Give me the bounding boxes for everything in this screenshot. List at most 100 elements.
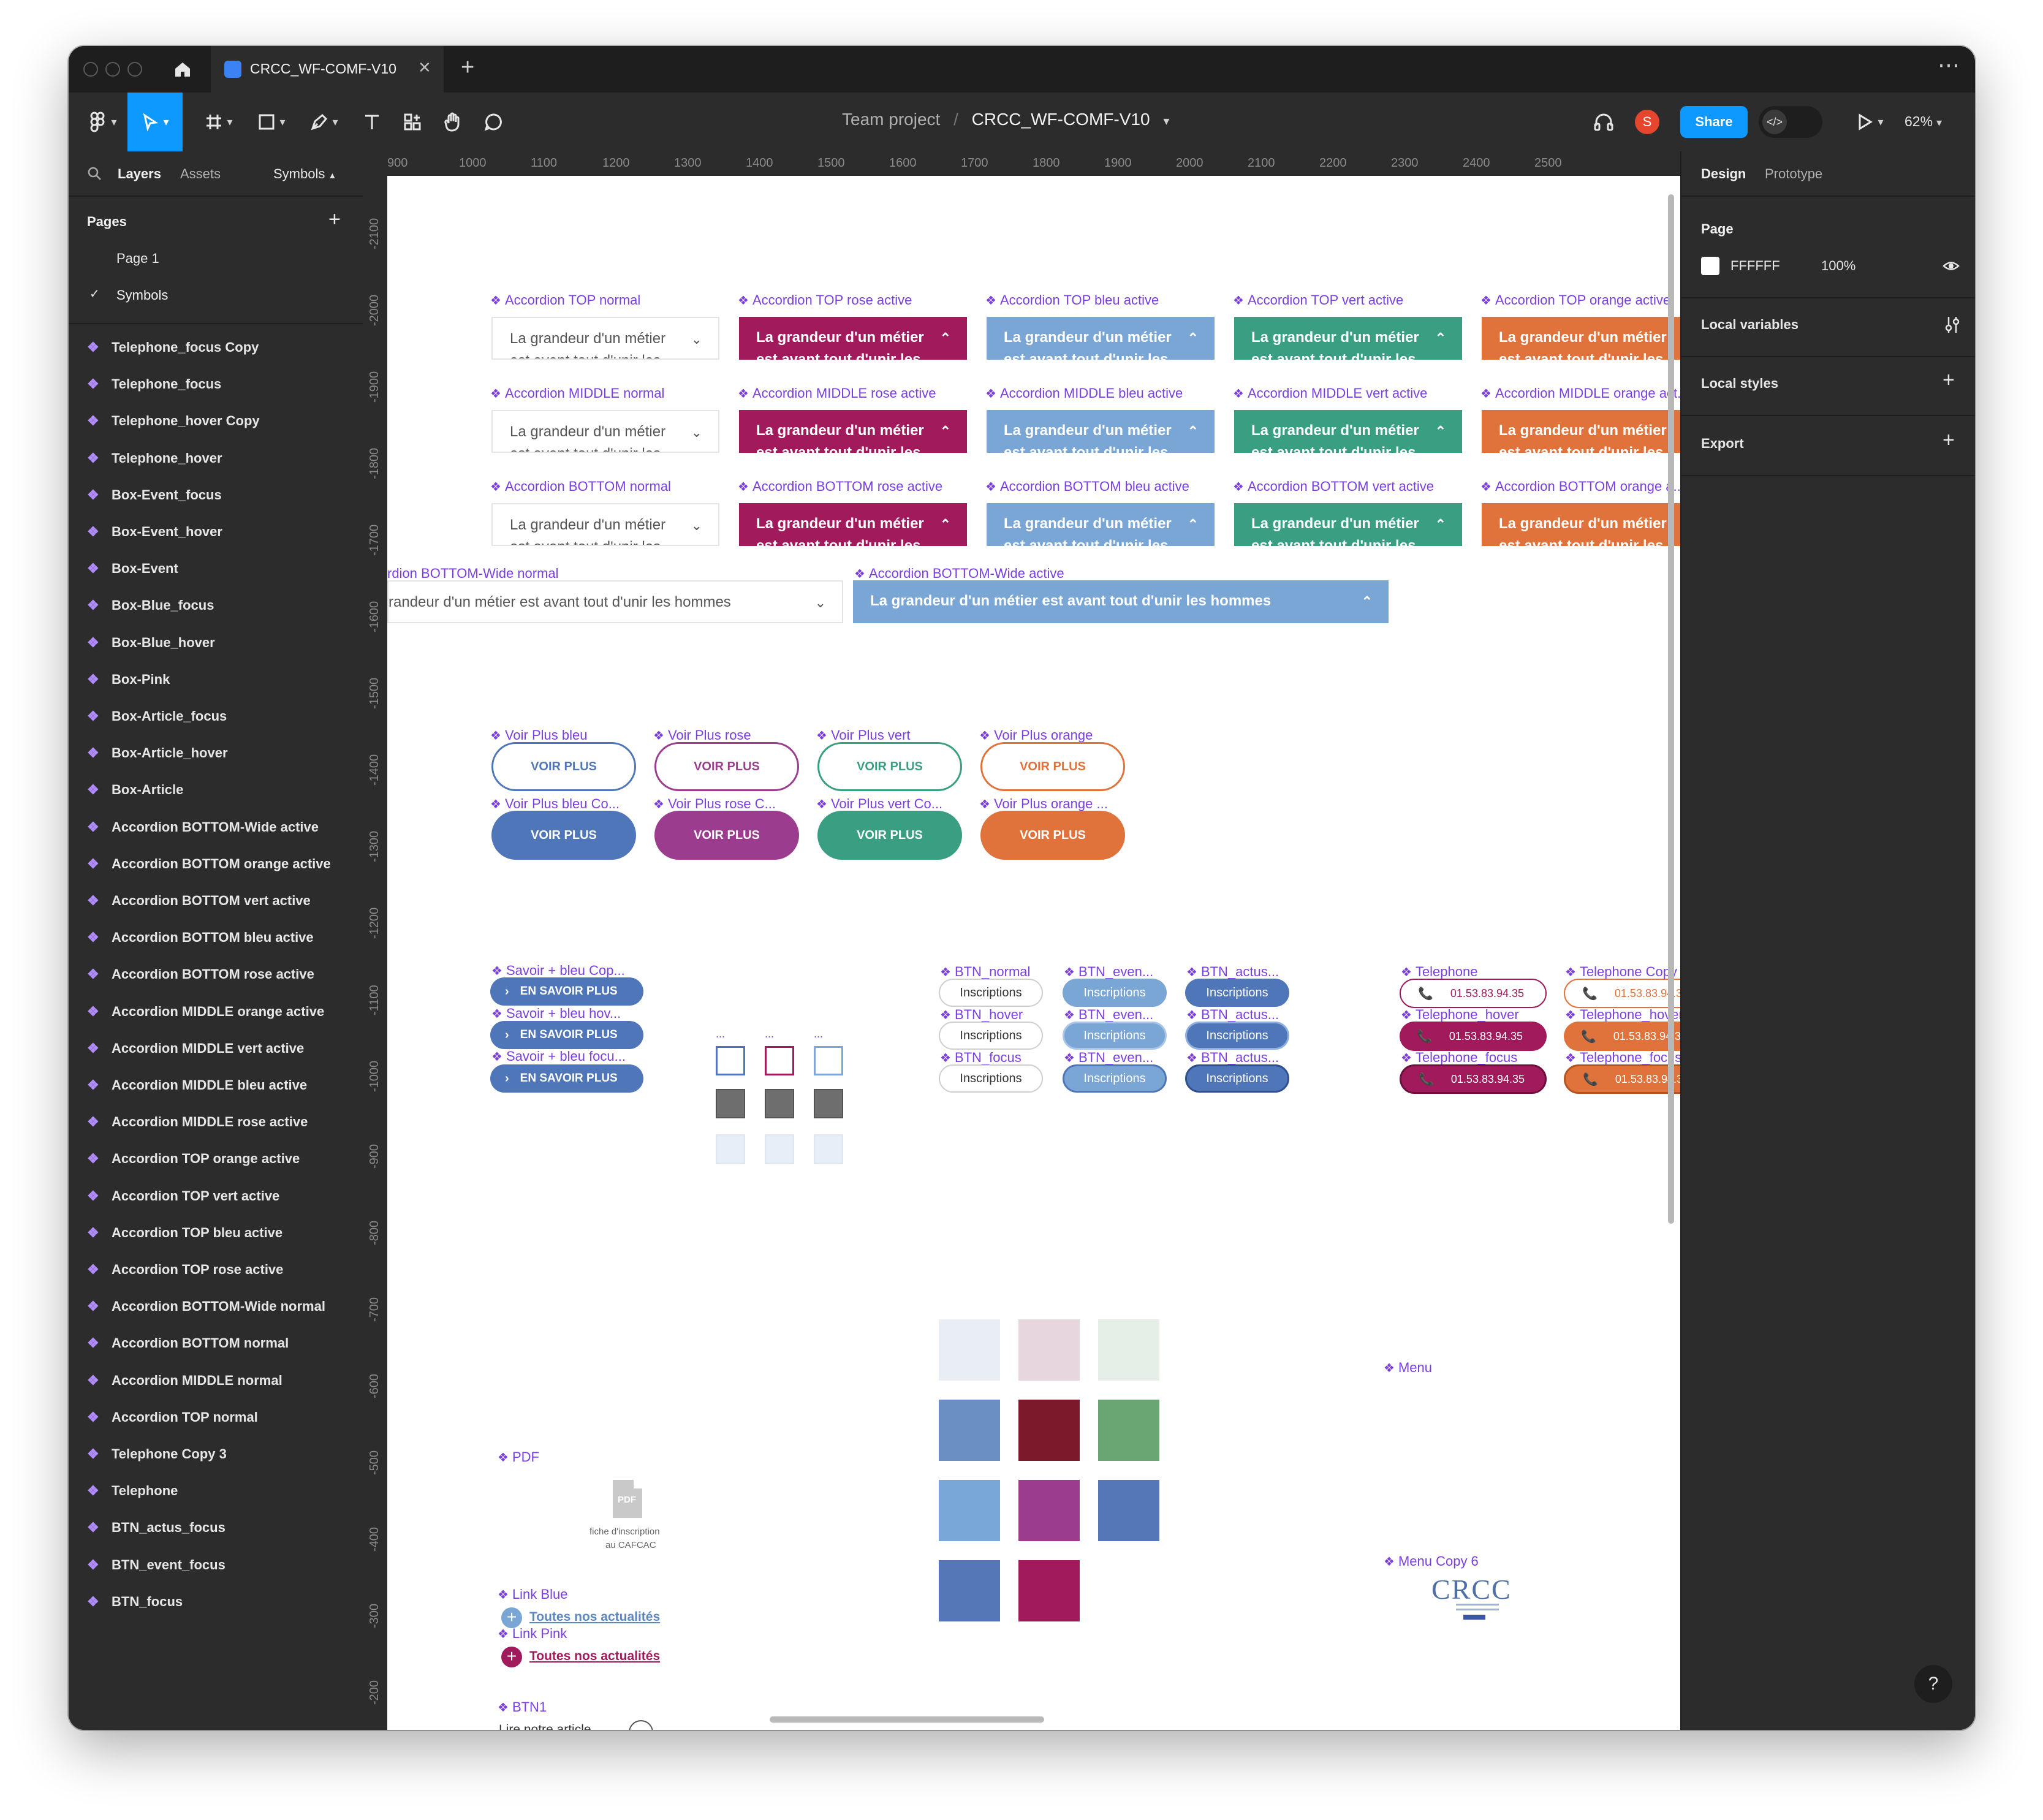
inscriptions-button[interactable]: Inscriptions	[1063, 1022, 1167, 1050]
pdf-file-icon[interactable]: PDF	[613, 1480, 642, 1518]
en-savoir-plus-button[interactable]: ›EN SAVOIR PLUS	[490, 1021, 643, 1049]
layer-item[interactable]: ❖Telephone_hover	[87, 446, 222, 471]
layer-item[interactable]: ❖Accordion MIDDLE normal	[87, 1368, 282, 1393]
page-item-page1[interactable]: Page 1	[116, 251, 159, 266]
box-focus[interactable]	[814, 1134, 843, 1164]
add-page-icon[interactable]: +	[328, 208, 341, 231]
layer-item[interactable]: ❖Accordion BOTTOM-Wide normal	[87, 1294, 325, 1319]
layer-item[interactable]: ❖Telephone Copy 3	[87, 1442, 227, 1466]
minimize-window-icon[interactable]	[105, 62, 120, 77]
layer-item[interactable]: ❖BTN_focus	[87, 1590, 183, 1614]
layer-item[interactable]: ❖BTN_event_focus	[87, 1553, 226, 1577]
voir-plus-filled-button[interactable]: VOIR PLUS	[491, 811, 636, 860]
add-style-icon[interactable]: +	[1943, 368, 1955, 392]
layer-item[interactable]: ❖Box-Article_focus	[87, 704, 227, 729]
layer-item[interactable]: ❖Accordion MIDDLE orange active	[87, 999, 324, 1024]
layer-item[interactable]: ❖Box-Pink	[87, 667, 170, 692]
telephone-button[interactable]: 📞01.53.83.94.35	[1400, 1064, 1547, 1094]
box-hover[interactable]	[765, 1089, 794, 1118]
inscriptions-button[interactable]: Inscriptions	[1185, 979, 1289, 1007]
hand-tool-button[interactable]	[438, 104, 468, 140]
layer-item[interactable]: ❖Box-Article	[87, 778, 183, 802]
text-tool-button[interactable]	[357, 104, 387, 140]
file-name[interactable]: CRCC_WF-COMF-V10	[971, 110, 1150, 129]
inscriptions-button[interactable]: Inscriptions	[939, 979, 1043, 1007]
home-icon[interactable]	[172, 58, 194, 80]
accordion-bottom-wide-normal[interactable]: randeur d'un métier est avant tout d'uni…	[387, 580, 843, 623]
voir-plus-filled-button[interactable]: VOIR PLUS	[980, 811, 1125, 860]
pen-tool-button[interactable]: ▾	[303, 104, 346, 140]
help-button[interactable]: ?	[1914, 1665, 1952, 1703]
box-normal[interactable]	[814, 1046, 843, 1075]
tab-prototype[interactable]: Prototype	[1765, 166, 1823, 181]
voir-plus-filled-button[interactable]: VOIR PLUS	[817, 811, 962, 860]
box-normal[interactable]	[716, 1046, 745, 1075]
chevron-right-icon[interactable]: ›	[629, 1720, 653, 1730]
local-styles-title[interactable]: Local styles	[1701, 376, 1778, 391]
tab-layers[interactable]: Layers	[118, 166, 161, 181]
page-color-value[interactable]: FFFFFF	[1730, 258, 1780, 273]
layer-item[interactable]: ❖Box-Blue_hover	[87, 631, 215, 655]
layer-item[interactable]: ❖BTN_actus_focus	[87, 1515, 226, 1540]
voir-plus-outline-button[interactable]: VOIR PLUS	[654, 742, 799, 791]
layer-item[interactable]: ❖Telephone_focus Copy	[87, 335, 259, 360]
zoom-menu[interactable]: 62%▾	[1905, 113, 1943, 129]
voir-plus-filled-button[interactable]: VOIR PLUS	[654, 811, 799, 860]
box-focus[interactable]	[765, 1134, 794, 1164]
inscriptions-button[interactable]: Inscriptions	[939, 1064, 1043, 1093]
chevron-down-icon[interactable]: ▾	[1163, 115, 1170, 128]
box-hover[interactable]	[716, 1089, 745, 1118]
accordion-bottom-wide-active[interactable]: La grandeur d'un métier est avant tout d…	[853, 580, 1389, 623]
layer-item[interactable]: ❖Accordion BOTTOM orange active	[87, 852, 331, 876]
export-title[interactable]: Export	[1701, 436, 1744, 451]
tab-design[interactable]: Design	[1701, 166, 1746, 181]
resources-tool-button[interactable]	[397, 104, 428, 140]
link-blue[interactable]: Toutes nos actualités	[529, 1610, 661, 1624]
vertical-scrollbar[interactable]	[1668, 194, 1674, 1224]
layer-item[interactable]: ❖Telephone	[87, 1479, 178, 1503]
btn1-text[interactable]: Lire notre article	[499, 1723, 591, 1730]
en-savoir-plus-button[interactable]: ›EN SAVOIR PLUS	[490, 1064, 643, 1093]
present-button[interactable]: ▾	[1848, 104, 1891, 140]
project-name[interactable]: Team project	[842, 110, 941, 129]
telephone-button[interactable]: 📞01.53.83.94.35	[1564, 1022, 1680, 1051]
telephone-button[interactable]: 📞01.53.83.94.35	[1564, 1064, 1680, 1094]
main-menu-button[interactable]: ▾	[85, 104, 121, 140]
inscriptions-button[interactable]: Inscriptions	[1185, 1064, 1289, 1093]
box-hover[interactable]	[814, 1089, 843, 1118]
dev-mode-toggle[interactable]: </>	[1759, 106, 1822, 138]
layer-item[interactable]: ❖Telephone_focus	[87, 372, 221, 396]
close-window-icon[interactable]	[83, 62, 98, 77]
inscriptions-button[interactable]: Inscriptions	[1185, 1022, 1289, 1050]
telephone-button[interactable]: 📞01.53.83.94.35	[1400, 979, 1547, 1008]
add-export-icon[interactable]: +	[1943, 428, 1955, 452]
search-icon[interactable]	[87, 166, 102, 181]
new-tab-icon[interactable]: +	[461, 55, 475, 80]
inscriptions-button[interactable]: Inscriptions	[939, 1022, 1043, 1050]
layer-item[interactable]: ❖Telephone_hover Copy	[87, 409, 260, 433]
file-tab[interactable]: CRCC_WF-COMF-V10 ✕	[211, 46, 444, 93]
avatar[interactable]: S	[1635, 110, 1659, 134]
layer-item[interactable]: ❖Accordion TOP vert active	[87, 1184, 279, 1208]
variables-icon[interactable]	[1944, 316, 1961, 334]
layer-item[interactable]: ❖Accordion TOP orange active	[87, 1147, 300, 1171]
layer-item[interactable]: ❖Box-Event_focus	[87, 483, 222, 507]
horizontal-scrollbar[interactable]	[770, 1716, 1044, 1723]
voir-plus-outline-button[interactable]: VOIR PLUS	[817, 742, 962, 791]
close-tab-icon[interactable]: ✕	[418, 58, 431, 77]
tab-assets[interactable]: Assets	[180, 166, 221, 181]
layer-item[interactable]: ❖Accordion TOP rose active	[87, 1257, 283, 1282]
layer-item[interactable]: ❖Box-Blue_focus	[87, 593, 214, 618]
